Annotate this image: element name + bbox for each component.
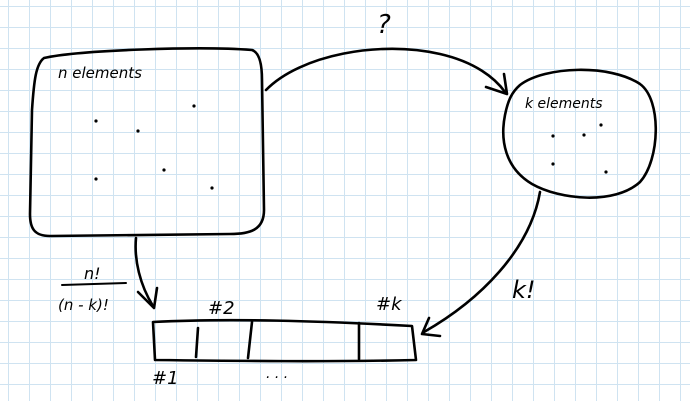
slot-divider bbox=[194, 326, 200, 359]
target-set-circle bbox=[501, 68, 657, 199]
slot-label-first: #1 bbox=[152, 368, 179, 389]
source-set: n elements bbox=[28, 47, 266, 238]
arrangement-arrow bbox=[420, 190, 542, 338]
source-set-label: n elements bbox=[58, 64, 142, 82]
element-dot bbox=[551, 134, 555, 138]
slots-row: #2 #k #1 . . . bbox=[151, 294, 418, 389]
permutation-arrow-line bbox=[134, 236, 155, 308]
element-dot bbox=[582, 133, 586, 137]
slots-ellipsis: . . . bbox=[266, 366, 288, 382]
slot-label-second: #2 bbox=[208, 298, 235, 319]
permutation-arrow bbox=[134, 236, 159, 310]
target-set: k elements bbox=[501, 68, 657, 199]
element-dot bbox=[192, 104, 196, 108]
permutation-arrow-head bbox=[136, 286, 159, 310]
formula-denominator: (n - k)! bbox=[58, 296, 109, 314]
element-dot bbox=[604, 170, 608, 174]
element-dot bbox=[210, 186, 214, 190]
mapping-arrow bbox=[264, 47, 509, 96]
formula-numerator: n! bbox=[84, 264, 101, 283]
factorial-label: k! bbox=[512, 276, 536, 304]
source-set-box bbox=[28, 47, 266, 238]
question-mark: ? bbox=[377, 10, 391, 40]
arrangement-arrow-line bbox=[422, 190, 542, 334]
element-dot bbox=[136, 129, 140, 133]
slot-label-last: #k bbox=[376, 294, 403, 315]
element-dot bbox=[551, 162, 555, 166]
mapping-arrow-head bbox=[484, 72, 509, 96]
fraction-bar bbox=[61, 282, 127, 286]
arrangement-arrow-head bbox=[420, 316, 442, 338]
element-dot bbox=[162, 168, 166, 172]
formula: n! (n - k)! bbox=[58, 264, 127, 314]
element-dot bbox=[94, 119, 98, 123]
slots-outline bbox=[151, 318, 418, 363]
element-dot bbox=[599, 123, 603, 127]
element-dot bbox=[94, 177, 98, 181]
slot-divider bbox=[246, 320, 254, 360]
target-set-label: k elements bbox=[525, 96, 603, 112]
mapping-arrow-line bbox=[264, 47, 507, 94]
